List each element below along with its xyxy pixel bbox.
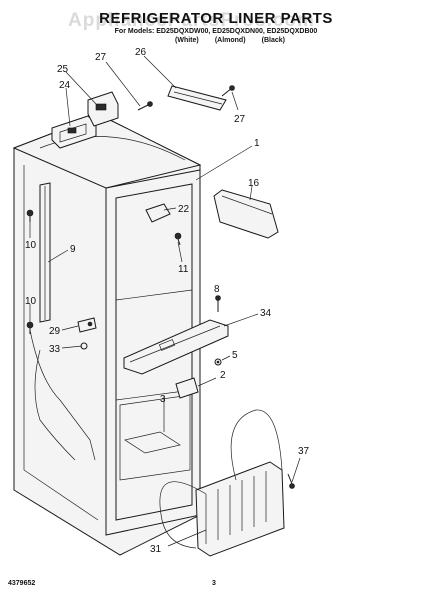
liner-lower-bay	[119, 394, 191, 481]
callout-27-top: 27	[95, 52, 107, 63]
variant-almond: (Almond)	[214, 37, 246, 44]
channel-groove	[173, 91, 223, 105]
leader-34	[223, 313, 259, 327]
leader-31	[167, 529, 207, 547]
bracket-body	[175, 377, 199, 399]
nut-5	[214, 358, 222, 366]
top-channel-26	[167, 85, 227, 111]
leader-29	[61, 325, 79, 331]
bracket-body	[145, 203, 171, 223]
leader-lines	[29, 55, 301, 547]
leader-27b	[231, 91, 239, 111]
liner-opening	[115, 183, 193, 521]
callout-10-upper: 10	[25, 240, 37, 251]
page-title: REFRIGERATOR LINER PARTS	[99, 10, 333, 27]
liner-shelf-ledge-1	[115, 289, 193, 301]
liner-bottom-tray-seat	[124, 431, 181, 454]
callout-9: 9	[70, 244, 76, 255]
watermark: AppliancePartsPros.com	[68, 10, 315, 31]
nut-hole	[216, 360, 220, 364]
liner-inner-edge	[23, 165, 99, 521]
callout-25: 25	[57, 64, 69, 75]
leader-16	[249, 185, 253, 201]
screw-head	[147, 101, 153, 107]
color-variants: (White) (Almond) (Black)	[175, 37, 285, 44]
leader-33	[61, 345, 83, 349]
leader-1	[195, 145, 253, 181]
bracket-22	[145, 203, 171, 223]
diagram-header: AppliancePartsPros.com REFRIGERATOR LINE…	[0, 0, 432, 56]
bracket-2	[175, 377, 199, 399]
screw-head	[229, 85, 235, 91]
callout-31: 31	[150, 544, 162, 555]
callout-24: 24	[59, 80, 71, 91]
frame-wire-right	[230, 409, 283, 481]
liner-cabinet	[12, 114, 202, 556]
wire-harness-2	[34, 349, 76, 461]
frame-body	[195, 461, 285, 557]
leader-9	[47, 249, 69, 263]
latch-body	[77, 317, 97, 333]
leader-24	[65, 87, 71, 127]
callout-10-lower: 10	[25, 296, 37, 307]
cover-ridge	[221, 195, 273, 215]
leader-26	[143, 55, 177, 89]
frame-wire-left	[159, 481, 207, 549]
screw-shank	[177, 238, 181, 246]
screw-head	[289, 483, 295, 489]
shelf-support-34	[123, 319, 229, 375]
callout-22: 22	[178, 204, 190, 215]
callout-27-right: 27	[234, 114, 246, 125]
callout-34: 34	[260, 308, 272, 319]
callout-33: 33	[49, 344, 61, 355]
leader-25	[65, 71, 97, 105]
callout-1: 1	[254, 138, 260, 149]
leader-27a	[105, 61, 141, 107]
control-housing	[51, 115, 97, 149]
callout-5: 5	[232, 350, 238, 361]
housing-knob	[67, 127, 77, 134]
housing-face	[59, 123, 87, 143]
leader-22	[163, 207, 177, 211]
model-list: For Models: ED25DQXDW00, ED25DQXDN00, ED…	[114, 28, 318, 35]
crisper-cover-31	[159, 409, 285, 557]
latch-29	[77, 317, 97, 333]
callout-11: 11	[178, 264, 189, 275]
screw-37	[287, 473, 295, 489]
variant-black: (Black)	[261, 37, 285, 44]
screw-27-right	[221, 85, 235, 97]
screw-head	[26, 209, 34, 217]
support-slot	[158, 339, 176, 351]
latch-pin	[87, 321, 93, 327]
screw-shank	[287, 473, 293, 485]
bracket-25	[87, 91, 119, 127]
callout-labels: 25 27 26 24 27 1 16 22 10 9 11 8 10 34 2…	[25, 47, 310, 555]
leader-37	[291, 457, 301, 483]
light-strip-rail	[39, 182, 51, 323]
callout-3: 3	[160, 394, 166, 405]
callout-37: 37	[298, 446, 310, 457]
callout-8: 8	[214, 284, 220, 295]
callout-26: 26	[135, 47, 147, 58]
callout-16: 16	[248, 178, 260, 189]
callout-2: 2	[220, 370, 226, 381]
support-edge	[129, 325, 221, 363]
screw-head	[26, 321, 34, 329]
screw-27-left	[137, 101, 153, 111]
page-number: 3	[212, 580, 216, 587]
cover-body	[213, 189, 279, 239]
screw-head	[174, 232, 182, 240]
screw-11	[174, 232, 182, 246]
leader-5	[221, 355, 231, 361]
part-number: 4379652	[8, 580, 36, 587]
callout-29: 29	[49, 326, 61, 337]
bracket-slot	[95, 103, 107, 111]
variant-white: (White)	[175, 37, 199, 44]
wire-harness	[29, 329, 96, 461]
leader-2	[197, 377, 217, 387]
cover-16	[213, 189, 279, 239]
leader-11	[177, 241, 183, 263]
